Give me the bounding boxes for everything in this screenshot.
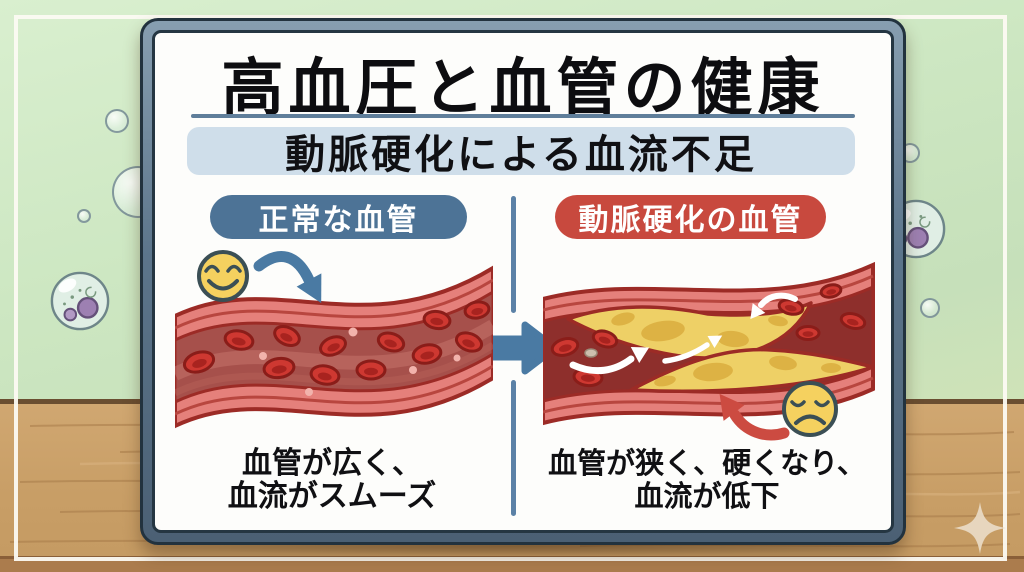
panel-divider-top — [511, 196, 516, 313]
caption-right-line2: 血流が低下 — [634, 479, 780, 513]
curved-red-arrow-icon — [719, 393, 790, 441]
caption-left-line2: 血流がスムーズ — [227, 479, 437, 514]
bubble-icon — [105, 109, 129, 133]
badge-normal-vessel: 正常な血管 — [210, 195, 467, 239]
panel-divider-bottom — [511, 380, 516, 516]
inset-border-frame — [14, 15, 1007, 561]
whiteboard-frame: 高血圧と血管の健康 動脈硬化による血流不足 正常な血管 動脈硬化の血管 — [140, 18, 906, 545]
bubble-icon — [77, 209, 91, 223]
narrowed-vessel-illustration — [543, 261, 875, 441]
caption-left-line1: 血管が広く、 — [242, 446, 422, 481]
red-blood-cells — [182, 300, 491, 386]
flow-arrows — [569, 292, 798, 375]
right-arrow-icon — [485, 321, 559, 375]
curved-blue-arrow-icon — [253, 251, 322, 303]
sad-face-icon — [782, 381, 838, 437]
subtitle-banner: 動脈硬化による血流不足 — [187, 127, 855, 178]
cell-bubble-icon — [50, 271, 110, 331]
smiley-face-icon — [197, 250, 249, 302]
healthy-vessel-illustration — [175, 250, 493, 429]
sparkle-icon — [954, 502, 1006, 554]
title-divider — [191, 114, 855, 118]
caption-right-line1: 血管が狭く、硬くなり、 — [548, 446, 866, 480]
badge-hardened-vessel: 動脈硬化の血管 — [555, 195, 826, 239]
plaque-bottom — [629, 347, 875, 393]
page-title: 高血圧と血管の健康 — [221, 51, 825, 124]
whiteboard: 高血圧と血管の健康 動脈硬化による血流不足 正常な血管 動脈硬化の血管 — [152, 30, 894, 533]
bubble-icon — [920, 298, 940, 318]
caption-right: 血管が狭く、硬くなり、 血流が低下 — [525, 447, 889, 513]
caption-left: 血管が広く、 血流がスムーズ — [169, 447, 495, 513]
